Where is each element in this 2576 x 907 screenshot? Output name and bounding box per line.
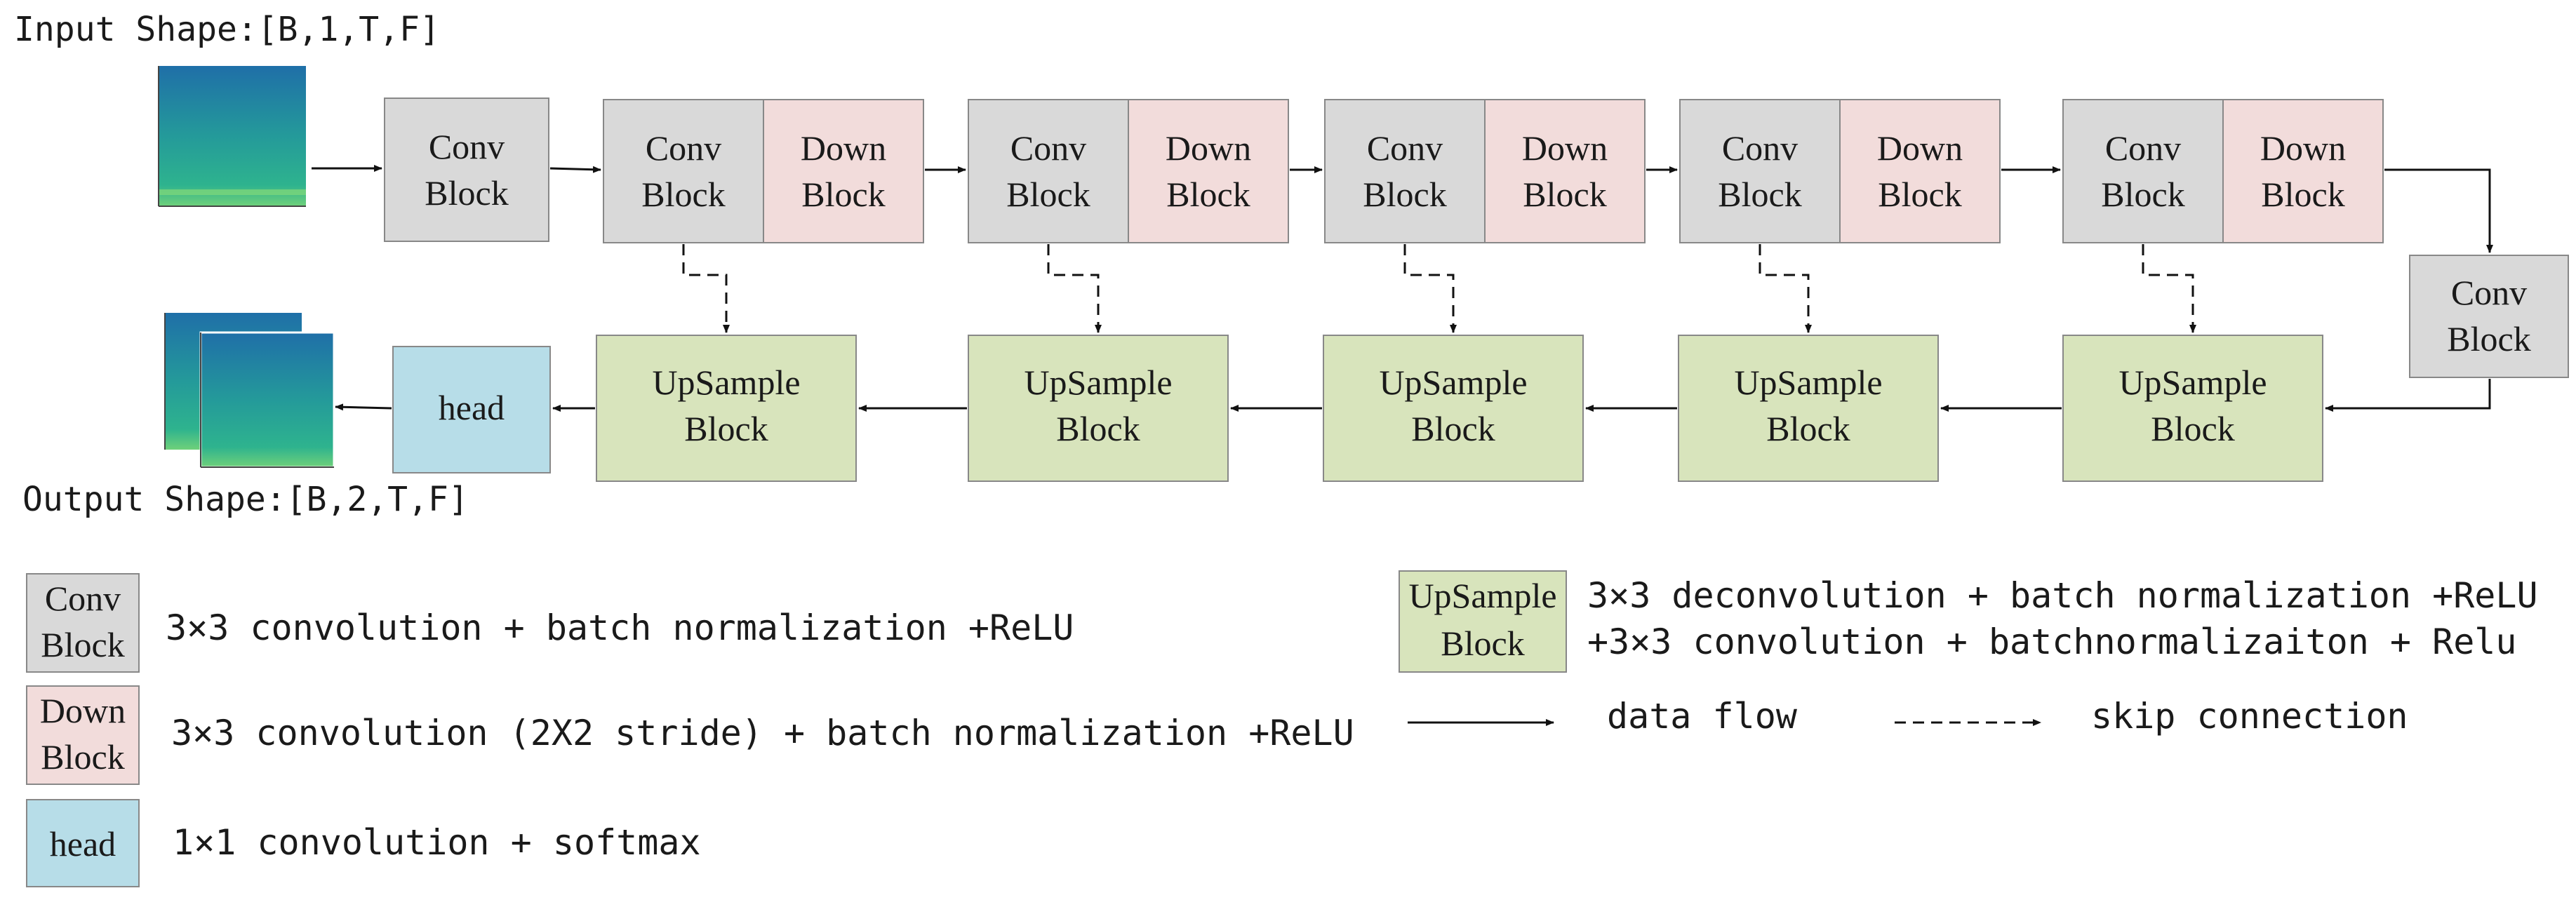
down-block-label-2: Block	[801, 175, 885, 214]
conv-block-label-1: Conv	[1010, 128, 1086, 168]
encoder-stage-4: Conv Block Down Block	[1679, 99, 2001, 243]
down-block-label-1: Down	[801, 128, 886, 168]
conv-block-label-2: Block	[641, 175, 725, 214]
down-block-label-2: Block	[1523, 175, 1606, 214]
conv-block-label-1: Conv	[2451, 273, 2527, 312]
upsample-block-label-1: UpSample	[1734, 363, 1882, 402]
legend-upsample-label-2: Block	[1441, 624, 1524, 663]
upsample-block-1: UpSample Block	[596, 335, 857, 482]
legend-upsample-label-1: UpSample	[1408, 576, 1556, 615]
legend-conv-label-2: Block	[41, 625, 124, 664]
upsample-block-3: UpSample Block	[1323, 335, 1584, 482]
down-block	[1128, 99, 1289, 243]
down-block-label-2: Block	[2261, 175, 2344, 214]
arrow	[549, 166, 601, 173]
upsample-block-5: UpSample Block	[2062, 335, 2323, 482]
legend-upsample-desc-2: +3×3 convolution + batchnormalizaiton + …	[1587, 622, 2517, 662]
conv-block-label-1: Conv	[1367, 128, 1443, 168]
skip-arrow	[1403, 244, 1457, 333]
conv-block-label-1: Conv	[1722, 128, 1798, 168]
legend-head: head 1×1 convolution + softmax	[26, 799, 701, 887]
encoder-stage-3: Conv Block Down Block	[1324, 99, 1646, 243]
upsample-block-label-2: Block	[1766, 409, 1850, 448]
data-flow-arrows	[312, 165, 2493, 412]
down-block-label-1: Down	[1522, 128, 1608, 168]
legend-upsample-desc-1: 3×3 deconvolution + batch normalization …	[1587, 575, 2538, 616]
arrow	[2384, 168, 2493, 253]
arrow	[2325, 379, 2491, 412]
legend-down-label-2: Block	[41, 737, 124, 777]
conv-block	[1679, 99, 1841, 243]
conv-block	[2062, 99, 2224, 243]
legend-data-flow: data flow	[1408, 696, 1798, 737]
skip-arrow	[682, 244, 730, 333]
conv-block	[968, 99, 1129, 243]
spectrogram-icon	[158, 66, 306, 207]
skip-connections	[682, 244, 2196, 333]
legend-head-label: head	[50, 824, 116, 864]
output-shape-label: Output Shape:[B,2,T,F]	[22, 480, 469, 519]
down-block-label-2: Block	[1878, 175, 1961, 214]
upsample-block-label-2: Block	[2151, 409, 2234, 448]
upsample-block-4: UpSample Block	[1678, 335, 1939, 482]
encoder-stage-1: Conv Block Down Block	[603, 99, 924, 243]
encoder-stage-2: Conv Block Down Block	[968, 99, 1289, 243]
upsample-block-label-2: Block	[684, 409, 768, 448]
head-block: head	[392, 346, 551, 473]
skip-arrow	[2142, 244, 2196, 333]
legend-down-desc: 3×3 convolution (2X2 stride) + batch nor…	[171, 713, 1354, 753]
down-block	[1484, 99, 1646, 243]
down-block-label-1: Down	[2260, 128, 2346, 168]
legend-down: Down Block 3×3 convolution (2X2 stride) …	[26, 685, 1354, 785]
legend-conv-label-1: Conv	[45, 579, 121, 618]
legend-head-desc: 1×1 convolution + softmax	[173, 822, 701, 863]
conv-block	[603, 99, 764, 243]
conv-block-label-1: Conv	[646, 128, 721, 168]
legend-data-flow-label: data flow	[1607, 696, 1798, 737]
conv-block-label-2: Block	[1006, 175, 1090, 214]
upsample-block-label-1: UpSample	[652, 363, 800, 402]
conv-block-label-2: Block	[2447, 319, 2530, 358]
encoder-stage-5: Conv Block Down Block	[2062, 99, 2384, 243]
skip-arrow	[1047, 244, 1102, 333]
conv-block-0: Conv Block	[384, 98, 549, 242]
spectrogram-stack-icon	[164, 313, 335, 469]
conv-block-label-1: Conv	[429, 127, 505, 166]
down-block-label-1: Down	[1166, 128, 1251, 168]
upsample-block-label-1: UpSample	[1024, 363, 1172, 402]
legend-down-label-1: Down	[40, 691, 126, 730]
down-block-label-2: Block	[1166, 175, 1250, 214]
down-block	[763, 99, 924, 243]
upsample-block-2: UpSample Block	[968, 335, 1229, 482]
conv-block-label-2: Block	[2101, 175, 2184, 214]
down-block	[2222, 99, 2384, 243]
down-block	[1839, 99, 2001, 243]
head-block-label: head	[439, 388, 505, 427]
input-shape-label: Input Shape:[B,1,T,F]	[14, 10, 440, 49]
legend-conv: Conv Block 3×3 convolution + batch norma…	[26, 573, 1074, 673]
upsample-block-label-2: Block	[1411, 409, 1495, 448]
conv-block	[1324, 99, 1486, 243]
legend-upsample: UpSample Block 3×3 deconvolution + batch…	[1399, 570, 2538, 673]
legend-skip-connection: skip connection	[1895, 696, 2408, 737]
legend-skip-connection-label: skip connection	[2091, 696, 2408, 737]
upsample-block-label-1: UpSample	[2118, 363, 2267, 402]
arrow	[335, 403, 392, 411]
down-block-label-1: Down	[1877, 128, 1963, 168]
legend: Conv Block 3×3 convolution + batch norma…	[26, 570, 2538, 887]
conv-block-label-2: Block	[1363, 175, 1446, 214]
skip-arrow	[1759, 244, 1812, 333]
legend-conv-desc: 3×3 convolution + batch normalization +R…	[166, 607, 1074, 648]
bottleneck-conv-block: Conv Block	[2409, 255, 2569, 378]
conv-block-label-2: Block	[1718, 175, 1801, 214]
conv-block-label-1: Conv	[2105, 128, 2181, 168]
upsample-block-label-1: UpSample	[1379, 363, 1527, 402]
conv-block-label-2: Block	[425, 173, 508, 213]
upsample-block-label-2: Block	[1056, 409, 1140, 448]
